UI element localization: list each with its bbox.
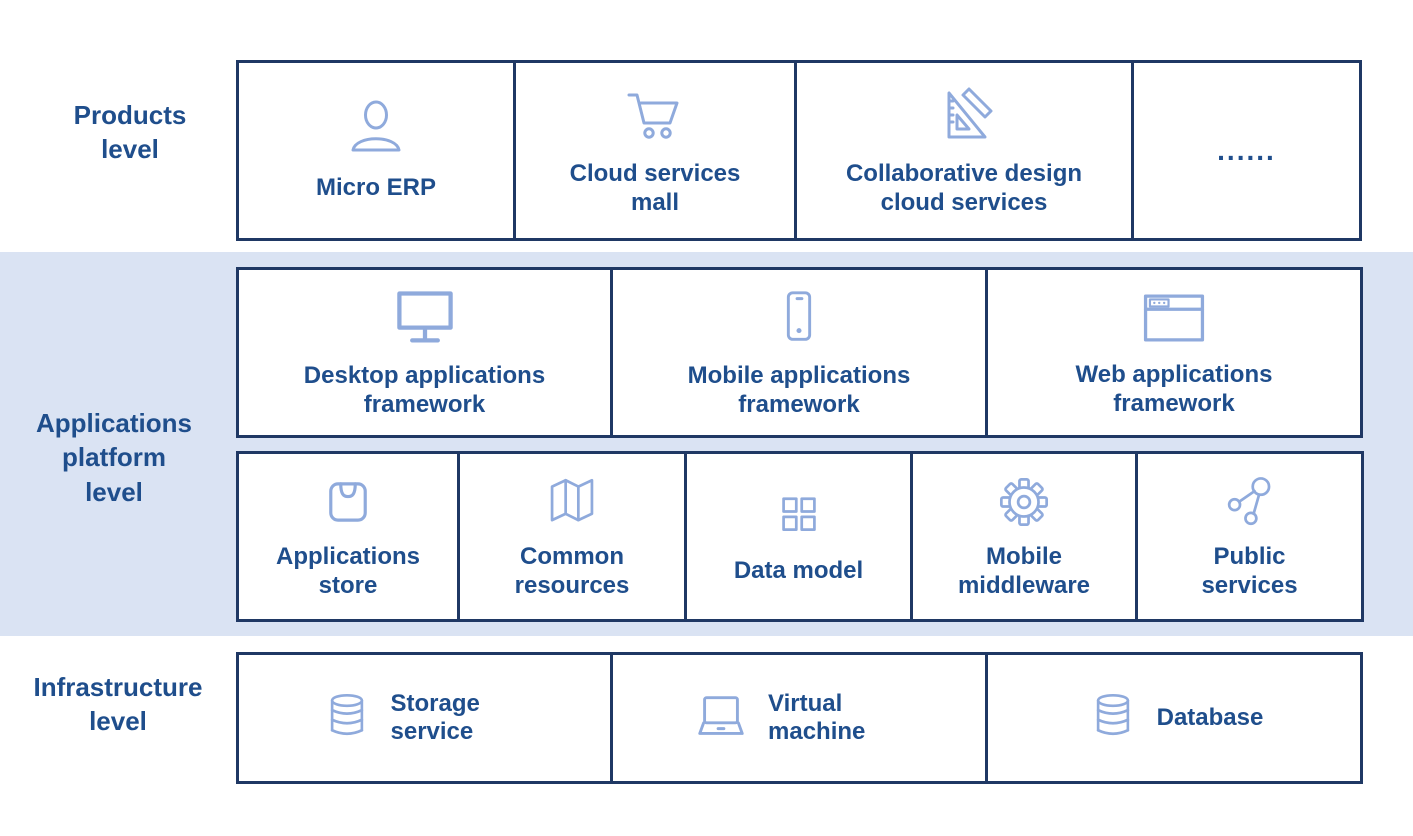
box-label: Applications store (275, 543, 420, 599)
box-label: Cloud services mall (569, 160, 741, 216)
gear-icon (995, 473, 1053, 531)
box-applications-store: Applications store (236, 451, 460, 622)
share-nodes-icon (1221, 473, 1279, 531)
monitor-icon (390, 286, 460, 350)
box-more-products: ...... (1131, 60, 1362, 241)
box-cloud-services-mall: Cloud services mall (513, 60, 797, 241)
box-label: Database (1156, 703, 1264, 731)
box-common-resources: Common resources (457, 451, 687, 622)
platform-services-row: Applications store Common resources (236, 451, 1364, 622)
shopping-cart-icon (623, 84, 687, 148)
database-icon (319, 689, 375, 747)
box-label: Public services (1201, 543, 1298, 599)
box-web-applications-framework: Web applications framework (985, 267, 1363, 438)
user-icon (344, 98, 408, 162)
box-label: Storage service (390, 689, 480, 745)
box-label: Web applications framework (1075, 361, 1273, 417)
box-label: Collaborative design cloud services (845, 160, 1083, 216)
map-icon (542, 473, 602, 531)
box-database: Database (985, 652, 1363, 784)
box-label: Virtual machine (768, 689, 866, 745)
ellipsis-label: ...... (1217, 134, 1276, 166)
products-row: Micro ERP Cloud services mall (236, 60, 1362, 241)
box-public-services: Public services (1135, 451, 1364, 622)
box-data-model: Data model (684, 451, 913, 622)
infrastructure-row: Storage service Virtual machine (236, 652, 1363, 784)
box-micro-erp: Micro ERP (236, 60, 516, 241)
box-desktop-applications-framework: Desktop applications framework (236, 267, 613, 438)
box-storage-service: Storage service (236, 652, 613, 784)
box-mobile-middleware: Mobile middleware (910, 451, 1138, 622)
box-label: Data model (733, 557, 864, 585)
infrastructure-level-label: Infrastructure level (33, 672, 203, 737)
box-label: Micro ERP (315, 174, 437, 202)
products-level-label: Products level (73, 100, 187, 165)
laptop-icon (690, 690, 752, 746)
box-label: Desktop applications framework (303, 362, 546, 418)
applications-platform-level-label: Applications platform level (35, 408, 192, 507)
box-label: Mobile middleware (957, 543, 1091, 599)
frameworks-row: Desktop applications framework Mobile ap… (236, 267, 1363, 438)
box-label: Mobile applications framework (687, 362, 911, 418)
browser-window-icon (1139, 287, 1209, 349)
shopping-bag-icon (319, 473, 377, 531)
box-label: Common resources (514, 543, 630, 599)
box-virtual-machine: Virtual machine (610, 652, 988, 784)
smartphone-icon (768, 286, 830, 350)
box-collaborative-design-cloud-services: Collaborative design cloud services (794, 60, 1134, 241)
grid-squares-icon (770, 487, 828, 545)
database-icon (1085, 689, 1141, 747)
set-square-pencil-icon (932, 84, 996, 148)
box-mobile-applications-framework: Mobile applications framework (610, 267, 988, 438)
